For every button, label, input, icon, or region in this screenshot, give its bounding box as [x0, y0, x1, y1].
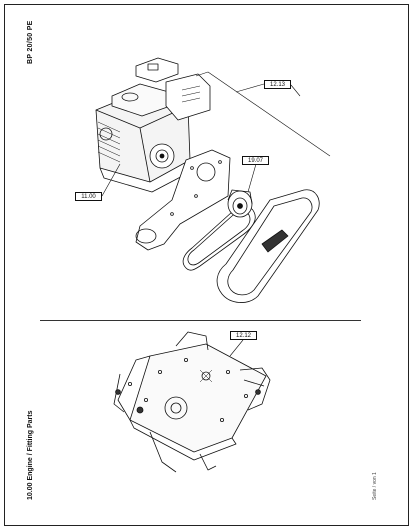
mounting-plate-illustration: [135, 149, 231, 251]
engine-frame-illustration: [113, 331, 271, 473]
section-divider: [40, 320, 361, 321]
callout-v-belt: 19.07: [242, 156, 269, 165]
callout-engine: 11.00: [75, 192, 102, 201]
callout-engine-frame: 12.12: [230, 331, 257, 340]
page-frame: [4, 4, 409, 526]
engine-illustration: [95, 57, 211, 193]
v-belt-illustration: [182, 189, 256, 271]
belt-guard-illustration: [216, 189, 320, 303]
callout-belt-guard: 12.13: [264, 80, 291, 89]
